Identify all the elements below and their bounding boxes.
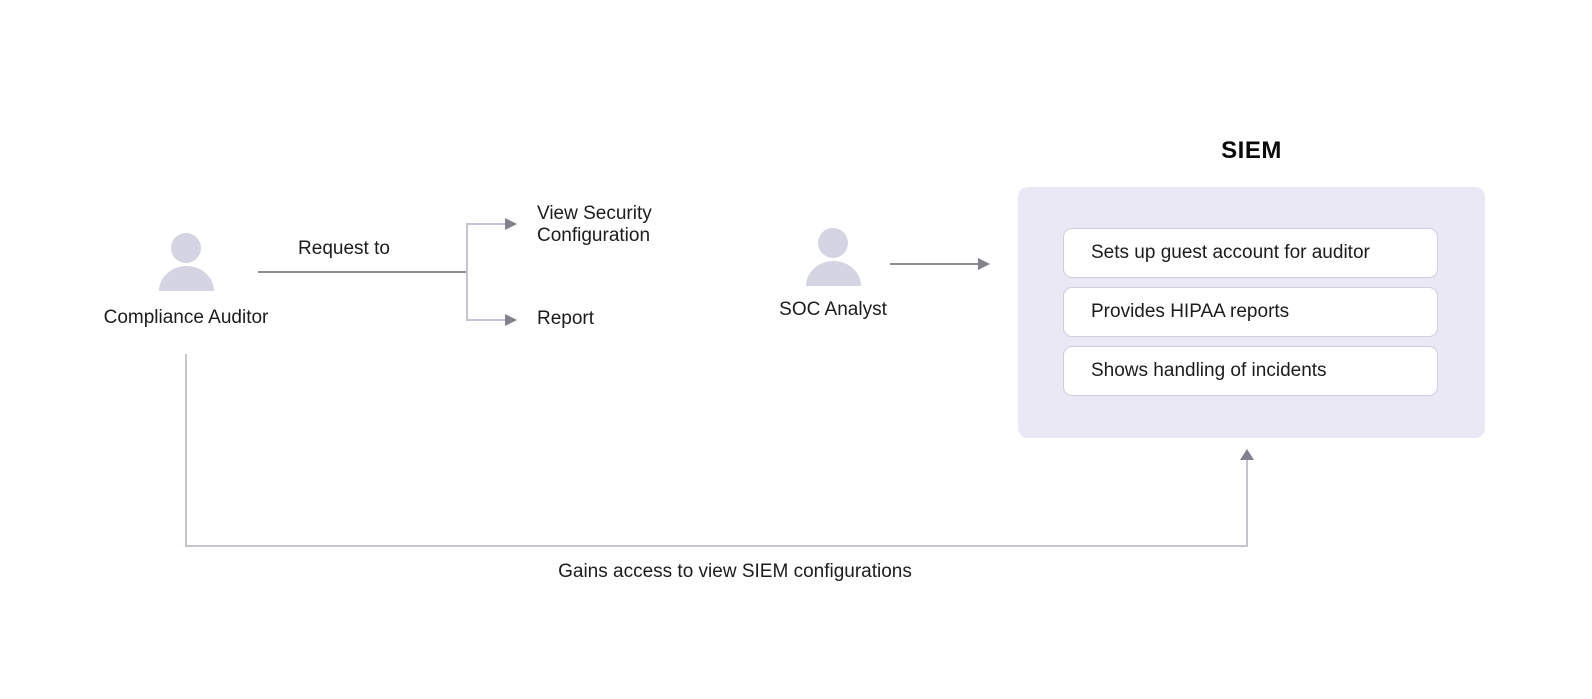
request-line [258, 271, 467, 273]
siem-capability-item: Provides HIPAA reports [1063, 287, 1438, 337]
person-head-shape [171, 233, 201, 263]
access-path-horizontal-line [185, 545, 1248, 547]
person-head-shape [818, 228, 848, 258]
request-to-label: Request to [298, 238, 390, 259]
person-icon [158, 233, 214, 291]
arrowhead-right-icon [505, 217, 517, 230]
siem-capability-item: Sets up guest account for auditor [1063, 228, 1438, 278]
access-note-label: Gains access to view SIEM configurations [558, 561, 912, 582]
actor-compliance-auditor [158, 233, 214, 291]
person-body-shape [158, 266, 214, 291]
branch-report-label: Report [537, 308, 595, 329]
person-body-shape [805, 261, 861, 286]
soc-to-siem-line [890, 263, 978, 265]
arrowhead-right-icon [505, 313, 517, 326]
branch-bracket-line [466, 223, 468, 320]
access-path-up-line [1246, 459, 1248, 547]
siem-title: SIEM [1221, 137, 1282, 164]
siem-panel: Sets up guest account for auditor Provid… [1018, 187, 1485, 438]
siem-capability-item: Shows handling of incidents [1063, 346, 1438, 396]
branch-bottom-line [466, 318, 506, 321]
arrowhead-right-icon [978, 258, 990, 270]
arrowhead-up-icon [1240, 449, 1254, 460]
branch-view-security-label: View Security Configuration [537, 203, 652, 246]
access-path-down-line [185, 354, 187, 547]
person-icon [805, 228, 861, 286]
branch-top-line [466, 222, 506, 225]
actor-soc-analyst [805, 228, 861, 286]
compliance-auditor-label: Compliance Auditor [103, 307, 269, 328]
soc-analyst-label: SOC Analyst [779, 299, 887, 320]
